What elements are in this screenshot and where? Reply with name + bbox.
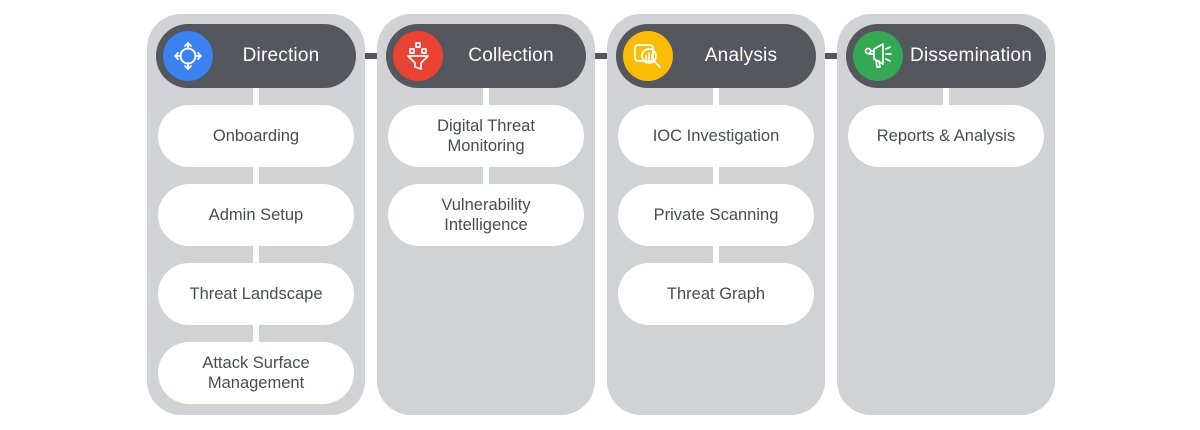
list-item-vulnerability-intelligence: Vulnerability Intelligence (388, 184, 584, 246)
megaphone-icon (853, 31, 903, 81)
column-direction: Direction Onboarding Admin Setup Threat … (147, 14, 365, 415)
connector-analysis-dissemination (810, 53, 852, 59)
list-item-onboarding: Onboarding (158, 105, 354, 167)
header-title: Direction (242, 45, 320, 66)
header-direction: Direction (156, 24, 356, 88)
list-item-reports-analysis: Reports & Analysis (848, 105, 1044, 167)
header-dissemination: Dissemination (846, 24, 1046, 88)
crosshair-arrows-icon (163, 31, 213, 81)
list-item-threat-landscape: Threat Landscape (158, 263, 354, 325)
list-item-attack-surface-management: Attack Surface Management (158, 342, 354, 404)
list-item-digital-threat-monitoring: Digital Threat Monitoring (388, 105, 584, 167)
funnel-icon (393, 31, 443, 81)
column-collection: Collection Digital Threat Monitoring Vul… (377, 14, 595, 415)
magnifier-chart-icon (623, 31, 673, 81)
list-item-admin-setup: Admin Setup (158, 184, 354, 246)
header-title: Analysis (704, 45, 778, 66)
connector-direction-collection (350, 53, 392, 59)
list-item-ioc-investigation: IOC Investigation (618, 105, 814, 167)
list-item-private-scanning: Private Scanning (618, 184, 814, 246)
connector-collection-analysis (580, 53, 622, 59)
header-collection: Collection (386, 24, 586, 88)
header-title: Collection (468, 45, 554, 66)
column-analysis: Analysis IOC Investigation Private Scann… (607, 14, 825, 415)
column-dissemination: Dissemination Reports & Analysis (837, 14, 1055, 415)
header-analysis: Analysis (616, 24, 816, 88)
list-item-threat-graph: Threat Graph (618, 263, 814, 325)
header-title: Dissemination (910, 45, 1032, 66)
